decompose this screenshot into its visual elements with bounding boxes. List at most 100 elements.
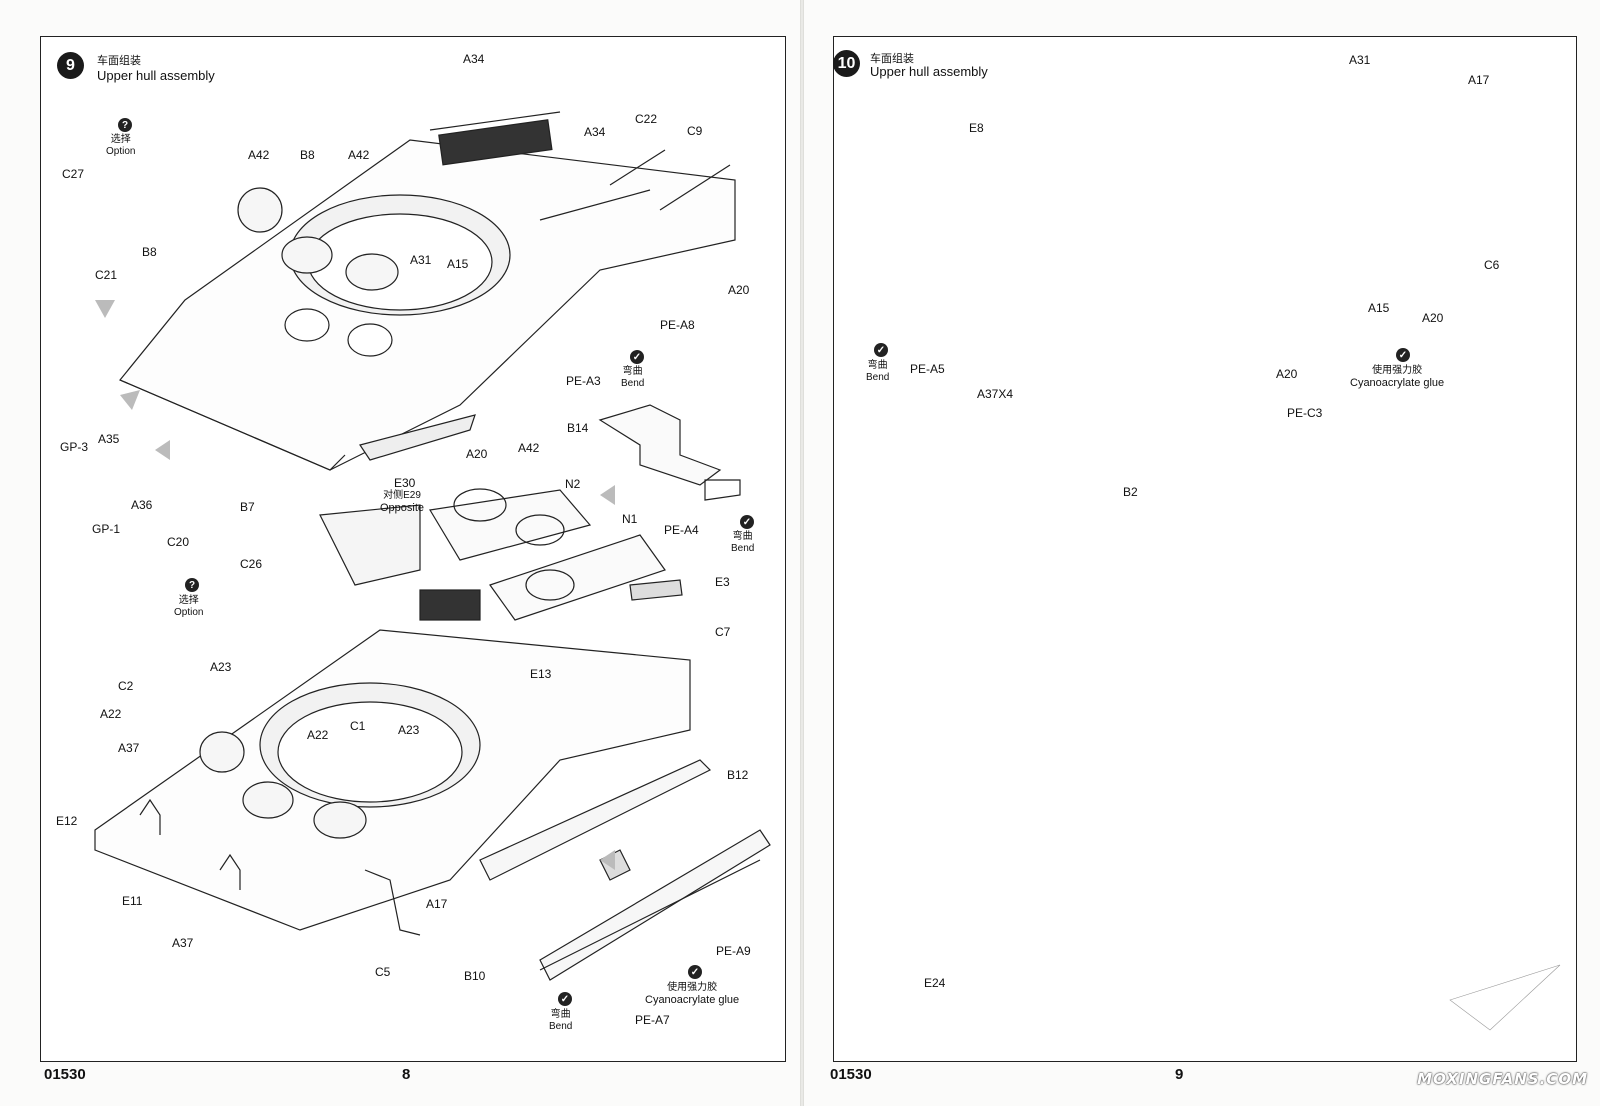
- part-pe-a7: PE-A7: [635, 1013, 670, 1027]
- step-9-title-en: Upper hull assembly: [97, 68, 215, 83]
- part-a20-mid: A20: [466, 447, 488, 461]
- part-pe-a3: PE-A3: [566, 374, 601, 388]
- upper-hull-bottom-drawing: [94, 629, 771, 981]
- part-a31: A31: [410, 253, 432, 267]
- part-a15: A15: [447, 257, 469, 271]
- part-c1: C1: [350, 719, 366, 733]
- bend-icon-r: ✓: [874, 343, 888, 357]
- part-a35: A35: [98, 432, 120, 446]
- part-a37x4: A37X4: [977, 387, 1014, 401]
- part-a42-mid: A42: [348, 148, 370, 162]
- part-a20-top: A20: [728, 283, 750, 297]
- part-n1: N1: [622, 512, 638, 526]
- part-c5: C5: [375, 965, 391, 979]
- part-a23-left: A23: [210, 660, 232, 674]
- upper-hull-top-drawing: [119, 111, 736, 486]
- roof-panels-drawing: [319, 479, 741, 621]
- option-cn: 选择: [110, 134, 131, 145]
- part-a34-top: A34: [463, 52, 485, 66]
- option-cn-2: 选择: [178, 595, 199, 606]
- catalog-number-right: 01530: [830, 1066, 872, 1083]
- bend-icon-2: ✓: [740, 515, 754, 529]
- part-a23-right: A23: [398, 723, 420, 737]
- part-a31-r: A31: [1349, 53, 1371, 67]
- bend-cn-1: 弯曲: [622, 366, 643, 377]
- part-e13: E13: [530, 667, 552, 681]
- part-e8: E8: [969, 121, 984, 135]
- part-pe-a4: PE-A4: [664, 523, 699, 537]
- glue-icon-r: ✓: [1396, 348, 1410, 362]
- bend-icon-1: ✓: [630, 350, 644, 364]
- step-10-badge: 10: [833, 50, 860, 77]
- bend-note-1: 弯曲 Bend: [621, 366, 644, 390]
- option-en: Option: [106, 146, 136, 157]
- glue-en-1: Cyanoacrylate glue: [645, 994, 740, 1006]
- step-10-title-cn: 车面组装: [870, 52, 914, 65]
- glue-icon-1: ✓: [688, 965, 702, 979]
- bend-cn-r: 弯曲: [867, 360, 888, 371]
- catalog-number-left: 01530: [44, 1066, 86, 1083]
- step-9-badge: 9: [57, 52, 84, 79]
- part-a34-right: A34: [584, 125, 606, 139]
- part-e30: E30: [394, 476, 416, 490]
- option-en-2: Option: [174, 607, 204, 618]
- step-10-title-en: Upper hull assembly: [870, 64, 988, 79]
- glue-cn-r: 使用强力胶: [1372, 365, 1423, 376]
- bend-en-r: Bend: [866, 372, 890, 383]
- option-note: 选择 Option: [106, 134, 135, 158]
- part-c2: C2: [118, 679, 134, 693]
- part-c20: C20: [167, 535, 190, 549]
- option-icon-2: ?: [185, 578, 199, 592]
- bend-en-2: Bend: [731, 543, 755, 554]
- part-a37-top: A37: [118, 741, 140, 755]
- part-a36: A36: [131, 498, 153, 512]
- part-pe-a9: PE-A9: [716, 944, 751, 958]
- bend-cn-3: 弯曲: [550, 1009, 571, 1020]
- part-a17: A17: [426, 897, 448, 911]
- bend-en-3: Bend: [549, 1021, 573, 1032]
- part-a22-mid: A22: [307, 728, 329, 742]
- part-pe-c3: PE-C3: [1287, 406, 1323, 420]
- page-number-right: 9: [1175, 1066, 1184, 1083]
- part-c21: C21: [95, 268, 118, 282]
- bend-en-1: Bend: [621, 378, 645, 389]
- part-gp3: GP-3: [60, 440, 89, 454]
- part-b8-left: B8: [142, 245, 157, 259]
- part-c22: C22: [635, 112, 658, 126]
- glue-cn-1: 使用强力胶: [667, 982, 718, 993]
- part-a42-left: A42: [248, 148, 270, 162]
- part-e12: E12: [56, 814, 78, 828]
- part-c6: C6: [1484, 258, 1500, 272]
- part-e11: E11: [122, 894, 143, 908]
- part-c26: C26: [240, 557, 263, 571]
- bend-icon-3: ✓: [558, 992, 572, 1006]
- bend-note-2: 弯曲 Bend: [731, 531, 754, 555]
- glue-en-r: Cyanoacrylate glue: [1350, 377, 1445, 389]
- part-c7: C7: [715, 625, 731, 639]
- page-number-left: 8: [402, 1066, 411, 1083]
- step-9-title-cn: 车面组装: [97, 54, 141, 67]
- option-icon: ?: [118, 118, 132, 132]
- opposite-note: 对侧E29 Opposite: [380, 490, 424, 514]
- part-a42-center: A42: [518, 441, 540, 455]
- part-e24: E24: [924, 976, 946, 990]
- page-fold: [800, 0, 804, 1106]
- bend-note-3: 弯曲 Bend: [549, 1009, 572, 1033]
- part-pe-a8: PE-A8: [660, 318, 695, 332]
- part-b7: B7: [240, 500, 255, 514]
- part-a37-bottom: A37: [172, 936, 194, 950]
- part-a22-left: A22: [100, 707, 122, 721]
- part-b12: B12: [727, 768, 749, 782]
- glue-note-r: 使用强力胶 Cyanoacrylate glue: [1350, 365, 1444, 389]
- part-e3: E3: [715, 575, 730, 589]
- step-10-frame: [833, 36, 1577, 1062]
- part-a20-r-mid: A20: [1276, 367, 1298, 381]
- part-a17-r: A17: [1468, 73, 1490, 87]
- bend-note-r: 弯曲 Bend: [866, 360, 889, 384]
- part-b10: B10: [464, 969, 486, 983]
- glue-note-1: 使用强力胶 Cyanoacrylate glue: [645, 982, 739, 1006]
- opposite-en: Opposite: [380, 502, 425, 514]
- part-c27: C27: [62, 167, 85, 181]
- part-gp1: GP-1: [92, 522, 121, 536]
- part-b14: B14: [567, 421, 589, 435]
